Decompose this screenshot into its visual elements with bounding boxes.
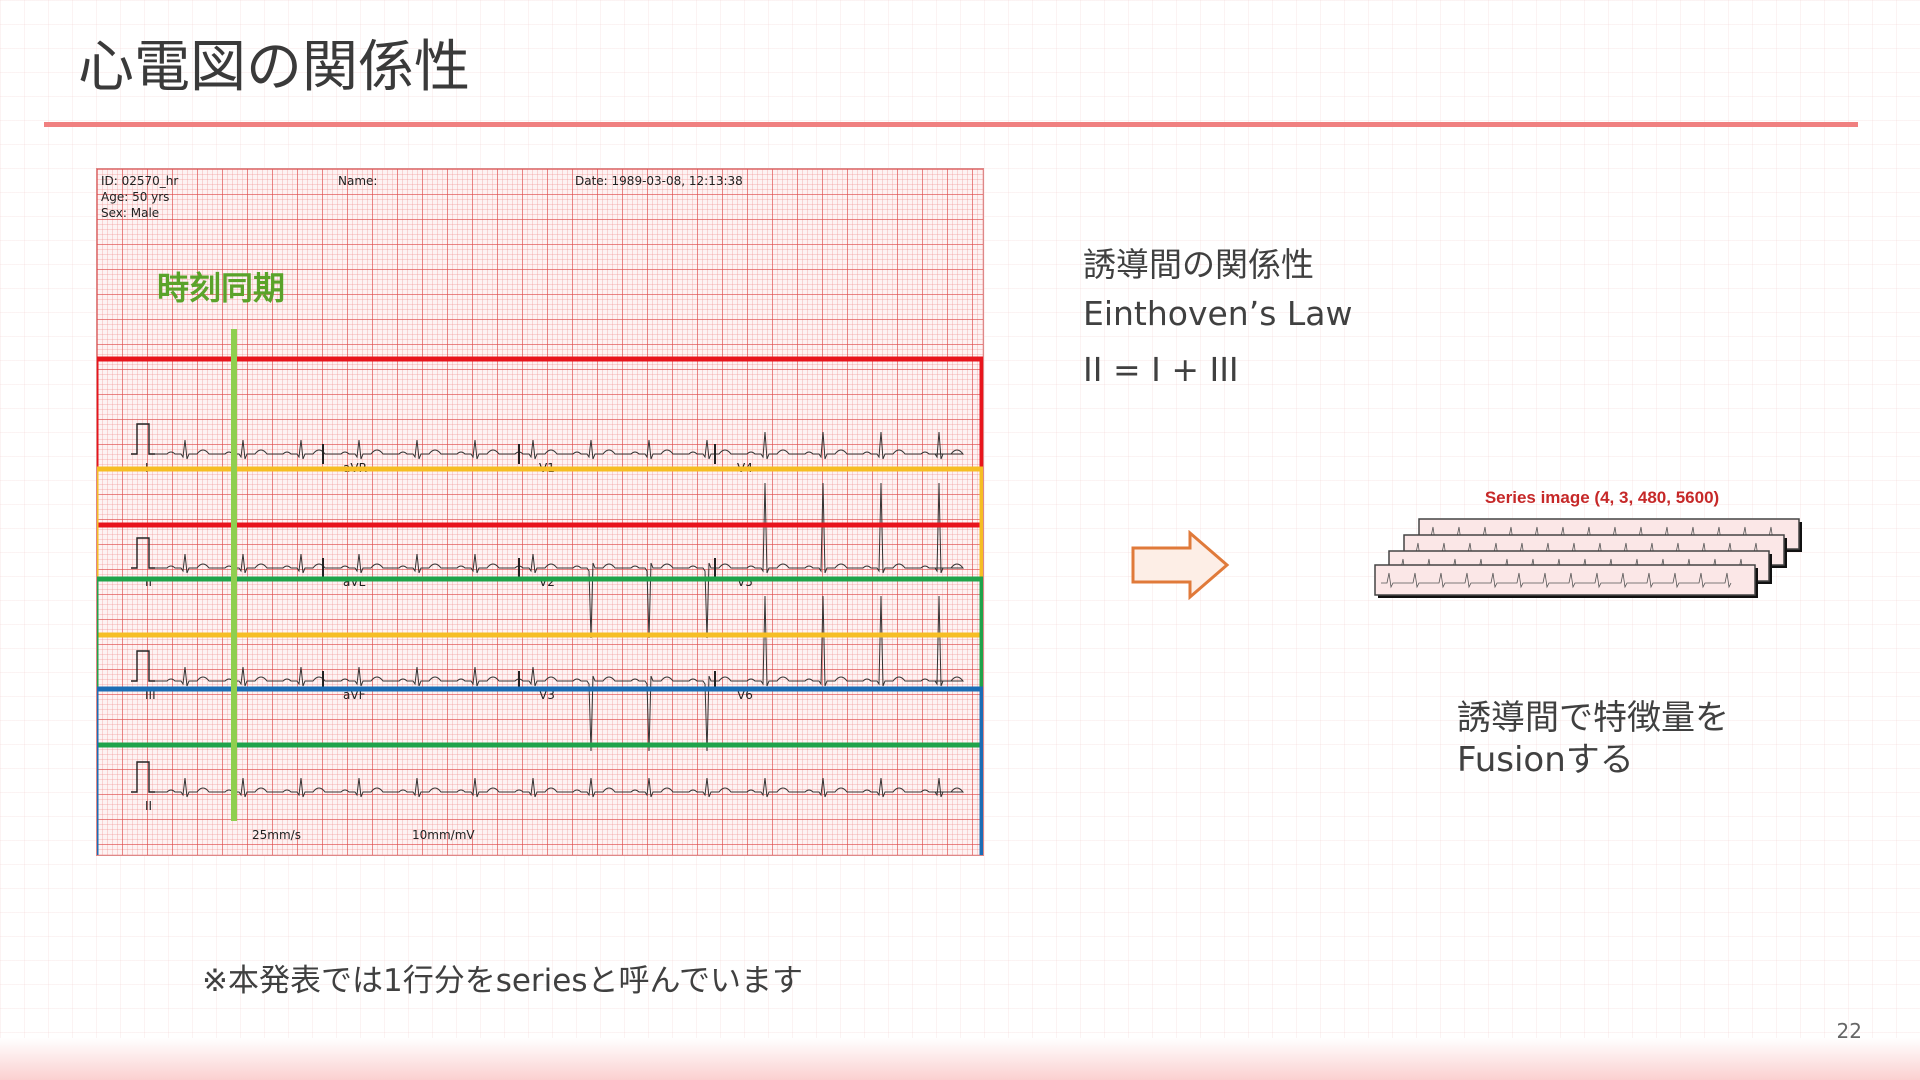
ecg-trace-row: [155, 482, 965, 639]
bottom-band: [0, 1038, 1920, 1080]
slide-title: 心電図の関係性: [78, 35, 470, 100]
lead-label: III: [145, 688, 156, 702]
einthoven-law: Einthoven’s Law: [1083, 294, 1353, 333]
speed-label: 25mm/s: [252, 828, 301, 842]
ecg-date: Date: 1989-03-08, 12:13:38: [575, 174, 743, 188]
series-layer: [1374, 564, 1756, 596]
lead-equation: II = I + III: [1083, 350, 1239, 389]
ecg-trace-row: [155, 431, 965, 460]
series-layer-trace: [1381, 572, 1732, 589]
lead-label: II: [145, 575, 152, 589]
calibration-pulse: [131, 650, 155, 682]
fusion-caption: 誘導間で特徴量を Fusionする: [1457, 697, 1729, 781]
right-arrow-icon: [1131, 530, 1230, 600]
calibration-pulse: [131, 761, 155, 793]
ecg-printout: ID: 02570_hr Age: 50 yrs Sex: Male Name:…: [96, 168, 984, 856]
series-image-stack: Series image (4, 3, 480, 5600): [1374, 488, 1802, 598]
footnote: ※本発表では1行分をseriesと呼んでいます: [202, 963, 803, 999]
title-rule: [44, 122, 1858, 127]
series-row-box: [97, 466, 983, 638]
calibration-pulse: [131, 537, 155, 569]
ecg-sex: Sex: Male: [101, 206, 160, 220]
time-sync-line: [231, 329, 237, 821]
ecg-name: Name:: [338, 174, 378, 188]
ecg-id: ID: 02570_hr: [101, 174, 179, 188]
series-row-box: [97, 686, 983, 855]
time-sync-label: 時刻同期: [157, 269, 286, 307]
series-image-label: Series image (4, 3, 480, 5600): [1485, 488, 1719, 507]
relations-heading: 誘導間の関係性: [1083, 245, 1314, 284]
ecg-trace-row: [155, 777, 965, 798]
ecg-trace-row: [155, 595, 965, 752]
calibration-pulse: [131, 423, 155, 455]
ecg-age: Age: 50 yrs: [101, 190, 170, 204]
lead-label: II: [145, 799, 152, 813]
fusion-line-2: Fusionする: [1457, 740, 1634, 780]
gain-label: 10mm/mV: [412, 828, 475, 842]
fusion-line-1: 誘導間で特徴量を: [1457, 698, 1729, 738]
series-row-box: [97, 356, 983, 528]
series-row-box: [97, 576, 983, 748]
arrow-shape: [1131, 530, 1230, 600]
